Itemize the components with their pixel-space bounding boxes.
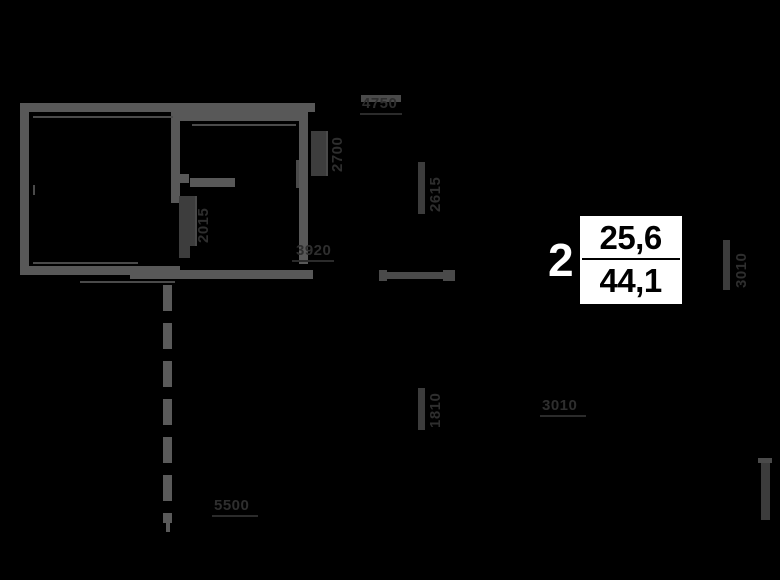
dimension-label-right-upper: 2615 (427, 176, 444, 212)
dimension-bar-top (361, 95, 401, 102)
dimension-rule-far-right-cap (758, 458, 772, 463)
wall-top-right (180, 112, 308, 121)
dimension-rule-far-right (761, 462, 770, 520)
dimension-label-right-lower: 3010 (542, 397, 578, 414)
wall-right-exterior (299, 112, 308, 264)
wall-inner-partition-vertical (171, 103, 180, 203)
dimension-label-lower: 1810 (427, 392, 444, 428)
room-left-inner-outline-left (33, 185, 35, 195)
dimension-arrow-right (443, 270, 455, 281)
wall-bottom-main (130, 270, 313, 279)
door-frame-partition (195, 196, 197, 246)
dimension-bar-right-edge (723, 240, 730, 290)
dimension-bar-right-upper (418, 162, 425, 214)
dimension-label-right-mid: 2700 (329, 136, 346, 172)
wall-bottom-ledge (80, 281, 175, 283)
dimension-arrow-left (379, 270, 387, 281)
window-icon-right-lower (296, 160, 299, 188)
dimension-underline-right-lower (540, 415, 586, 417)
wall-stub-partition (171, 174, 189, 183)
wall-stub-horizontal (190, 178, 235, 187)
dimension-label-top: 4750 (362, 95, 398, 112)
area-total-value: 44,1 (599, 262, 662, 299)
rooms-count-label: 2 (548, 234, 574, 286)
area-values-box: 25,6 44,1 (579, 216, 682, 304)
room-left-inner-outline-top (33, 116, 173, 118)
dimension-underline-bottom (212, 515, 258, 517)
dimension-underline-top (360, 113, 402, 115)
area-living-value: 25,6 (581, 218, 680, 260)
dimension-label-middle: 3920 (296, 242, 332, 259)
wall-bottom-left (20, 266, 180, 275)
door-swing-icon-partition (181, 196, 195, 246)
area-label-card: 2 25,6 44,1 (548, 216, 682, 304)
dimension-bar-lower (418, 388, 425, 430)
dimension-label-left-inner: 2015 (195, 207, 212, 243)
axis-end-tick (166, 520, 170, 532)
dimension-bar-middle (385, 272, 445, 279)
window-frame-right-upper (326, 131, 328, 176)
room-left-inner-outline-bottom (33, 262, 138, 264)
wall-left-exterior (20, 103, 29, 275)
dimension-underline-middle (292, 260, 334, 262)
dashed-axis-line (163, 285, 172, 523)
dimension-label-right-edge: 3010 (733, 252, 750, 288)
room-right-inner-outline-top (192, 124, 296, 126)
wall-top-left (20, 103, 315, 112)
dimension-label-bottom: 5500 (214, 497, 250, 514)
window-icon-right-upper (311, 131, 326, 176)
